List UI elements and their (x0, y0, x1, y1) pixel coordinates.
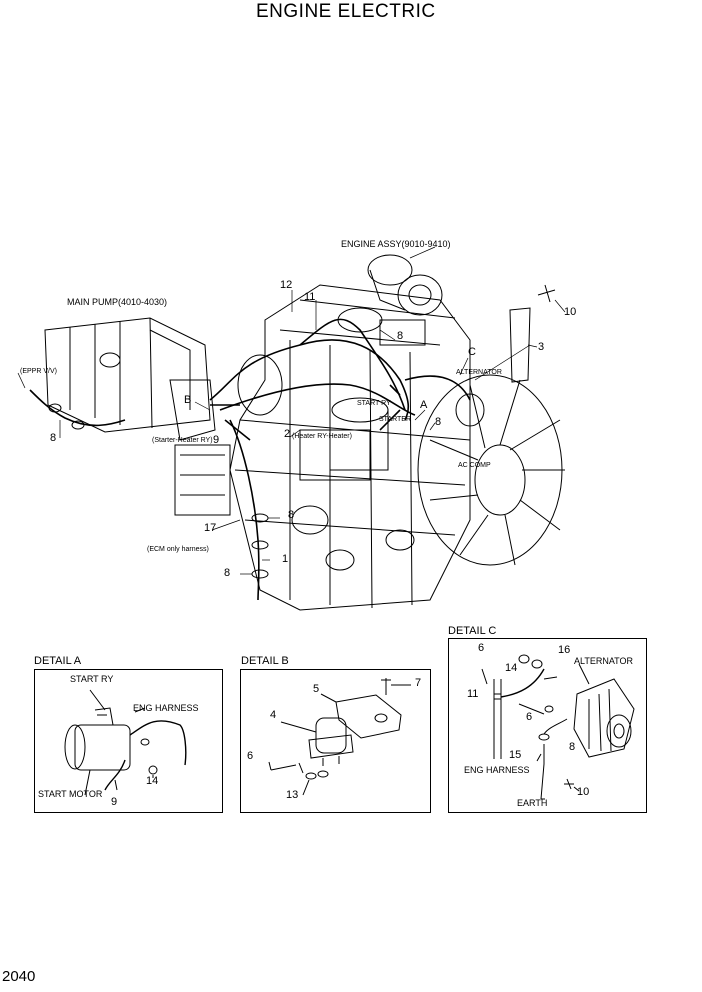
detail-c-drawing (481, 654, 635, 800)
ecm-harness-label: (ECM only harness) (147, 546, 209, 553)
callout-8-pump: 8 (50, 432, 57, 444)
callout-1: 1 (282, 553, 289, 565)
detail-a-start-ry: START RY (70, 674, 114, 684)
ac-comp-label: AC COMP (458, 462, 491, 469)
page-title: ENGINE ELECTRIC (256, 1, 436, 22)
detail-b-box (240, 669, 431, 813)
bracket-3-drawing (509, 284, 556, 383)
detail-a-drawing (64, 689, 187, 796)
callout-8-bottom: 8 (224, 567, 231, 579)
detail-b-callout-6: 6 (247, 750, 254, 762)
callout-B: B (184, 394, 192, 406)
main-pump-drawing (44, 317, 216, 441)
detail-c-callout-6-mid: 6 (526, 711, 533, 723)
detail-c-callout-15: 15 (509, 749, 522, 761)
main-pump-label: MAIN PUMP(4010-4030) (67, 297, 168, 307)
detail-c-alternator: ALTERNATOR (574, 656, 634, 666)
detail-b-drawing (268, 678, 411, 796)
detail-c-callout-16: 16 (558, 644, 571, 656)
detail-a-box (34, 669, 223, 813)
detail-c-callout-11: 11 (467, 688, 479, 700)
detail-c-earth: EARTH (517, 798, 548, 808)
callout-17: 17 (204, 522, 217, 534)
callout-2: 2 (284, 428, 291, 440)
detail-a-callout-9: 9 (111, 796, 118, 808)
callout-10: 10 (564, 306, 577, 318)
callout-9: 9 (213, 434, 220, 446)
detail-b-callout-5: 5 (313, 683, 320, 695)
callout-8-mid: 8 (288, 509, 295, 521)
callout-8-right: 8 (435, 416, 442, 428)
starter-label: STARTER (379, 416, 412, 423)
eppr-valve-label: (EPPR V/V) (20, 368, 57, 375)
starter-heater-label: (Starter-Heater RY) (152, 437, 213, 444)
callout-A: A (420, 399, 428, 411)
detail-a-callout-14: 14 (146, 775, 159, 787)
callout-11: 11 (304, 291, 316, 303)
callout-8-top: 8 (397, 330, 404, 342)
alternator-label: ALTERNATOR (456, 369, 502, 376)
detail-a-title: DETAIL A (34, 655, 82, 667)
detail-c-eng-harness: ENG HARNESS (464, 765, 530, 775)
start-ry-label: START RY (357, 400, 391, 407)
detail-b-callout-4: 4 (270, 709, 277, 721)
detail-b-callout-7: 7 (415, 677, 422, 689)
detail-c-callout-10: 10 (577, 786, 590, 798)
heater-ry-label: (Heater RY-Heater) (292, 433, 352, 440)
detail-c-callout-8: 8 (569, 741, 576, 753)
wire-harness-drawing (29, 318, 471, 601)
detail-c-title: DETAIL C (448, 625, 497, 637)
detail-b-callout-13: 13 (286, 789, 299, 801)
page-number: 2040 (2, 968, 36, 985)
cooling-fan-drawing (417, 374, 565, 566)
detail-a-start-motor: START MOTOR (38, 789, 103, 799)
detail-c-callout-6-top: 6 (478, 642, 485, 654)
engine-block-drawing (174, 284, 471, 611)
detail-b-title: DETAIL B (241, 655, 289, 667)
callout-3: 3 (538, 341, 545, 353)
engine-assy-label: ENGINE ASSY(9010-9410) (341, 239, 451, 249)
detail-a-eng-harness: ENG HARNESS (133, 703, 199, 713)
detail-c-callout-14: 14 (505, 662, 518, 674)
detail-c-box (448, 638, 647, 813)
callout-12: 12 (280, 279, 293, 291)
turbocharger-drawing (367, 254, 443, 316)
callout-C: C (468, 346, 476, 358)
leader-lines (17, 246, 566, 575)
